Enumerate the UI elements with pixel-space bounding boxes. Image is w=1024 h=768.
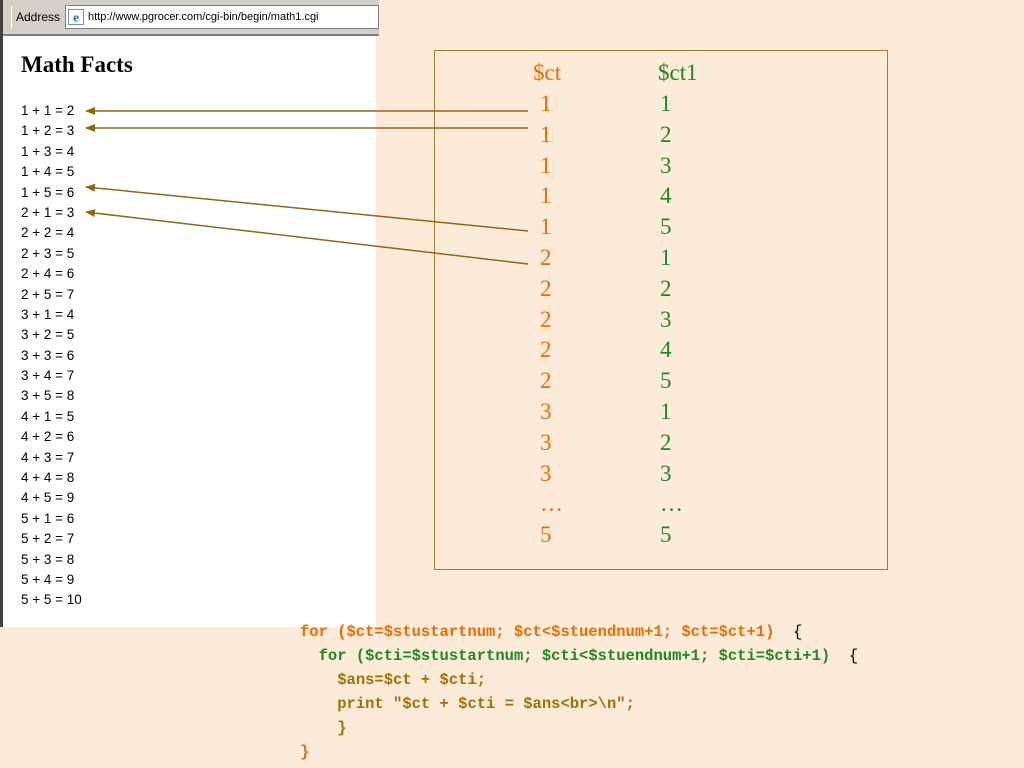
- ct-value: 2: [540, 306, 552, 332]
- math-fact-item: 5 + 4 = 9: [21, 571, 75, 587]
- ct-column: 1 1 1 1 1 2 2 2 2 2 3 3 3 … 5: [540, 89, 563, 551]
- ct-value: 2: [540, 244, 552, 270]
- ct-column-header: $ct: [533, 60, 562, 85]
- ct1-column-header: $ct1: [658, 60, 698, 85]
- svg-text:e: e: [73, 10, 79, 25]
- math-fact-item: 4 + 1 = 5: [21, 408, 75, 424]
- ct-value: 3: [540, 460, 552, 486]
- ct1-value: 5: [660, 368, 672, 394]
- math-fact-item: 5 + 3 = 8: [21, 551, 75, 567]
- perl-code-block: for ($ct=$stustartnum; $ct<$stuendnum+1;…: [300, 620, 858, 764]
- ct1-value: 2: [660, 429, 672, 455]
- variable-table-box: [434, 50, 888, 570]
- ct1-value: …: [660, 491, 683, 517]
- code-line-6: }: [300, 743, 310, 761]
- math-fact-item: 1 + 2 = 3: [21, 123, 75, 139]
- ct1-value: 2: [660, 121, 672, 147]
- ct-value: 2: [540, 337, 552, 363]
- ct-value: 1: [540, 121, 552, 147]
- math-fact-item: 4 + 2 = 6: [21, 429, 75, 445]
- ct1-value: 1: [660, 244, 672, 270]
- ct-value: …: [540, 491, 563, 517]
- math-fact-item: 1 + 5 = 6: [21, 184, 75, 200]
- code-line-1: for ($ct=$stustartnum; $ct<$stuendnum+1;…: [300, 623, 803, 641]
- ct1-value: 4: [660, 183, 672, 209]
- math-fact-item: 3 + 1 = 4: [21, 306, 75, 322]
- code-line-2: for ($cti=$stustartnum; $cti<$stuendnum+…: [318, 647, 859, 665]
- ct1-value: 5: [660, 214, 672, 240]
- address-label: Address: [11, 6, 64, 28]
- ct1-value: 3: [660, 460, 672, 486]
- page-title: Math Facts: [21, 52, 133, 77]
- math-fact-item: 5 + 1 = 6: [21, 510, 75, 526]
- ct-value: 1: [540, 152, 552, 178]
- math-fact-item: 1 + 3 = 4: [21, 143, 75, 159]
- ct1-value: 1: [660, 398, 672, 424]
- ct1-value: 1: [660, 91, 672, 116]
- math-fact-item: 5 + 5 = 10: [21, 592, 82, 608]
- ie-page-icon: e: [68, 9, 84, 25]
- ct-value: 2: [540, 368, 552, 394]
- math-fact-item: 3 + 3 = 6: [21, 347, 75, 363]
- code-line-4: print "$ct + $cti = $ans<br>\n";: [337, 695, 635, 713]
- math-fact-item: 1 + 4 = 5: [21, 164, 75, 180]
- math-fact-item: 2 + 3 = 5: [21, 245, 75, 261]
- ct-value: 2: [540, 275, 552, 301]
- math-fact-item: 2 + 5 = 7: [21, 286, 75, 302]
- ct1-column: 1 2 3 4 5 1 2 3 4 5 1 2 3 … 5: [660, 89, 683, 551]
- ct1-value: 3: [660, 306, 672, 332]
- address-bar: Address e http://www.pgrocer.com/cgi-bin…: [3, 0, 379, 36]
- browser-window: Address e http://www.pgrocer.com/cgi-bin…: [0, 0, 379, 627]
- math-fact-item: 2 + 2 = 4: [21, 225, 75, 241]
- ct1-value: 5: [660, 522, 672, 548]
- ct-value: 3: [540, 429, 552, 455]
- ct-value: 5: [540, 522, 552, 548]
- math-fact-item: 5 + 2 = 7: [21, 531, 75, 547]
- ct-value: 1: [540, 91, 552, 116]
- math-fact-item: 3 + 5 = 8: [21, 388, 75, 404]
- code-line-5: }: [337, 719, 347, 737]
- math-fact-item: 3 + 2 = 5: [21, 327, 75, 343]
- math-fact-item: 1 + 1 = 2: [21, 103, 75, 118]
- ct1-value: 4: [660, 337, 672, 363]
- math-fact-item: 4 + 4 = 8: [21, 470, 75, 486]
- math-fact-item: 2 + 4 = 6: [21, 266, 75, 282]
- ct1-value: 3: [660, 152, 672, 178]
- address-input[interactable]: e http://www.pgrocer.com/cgi-bin/begin/m…: [65, 5, 379, 29]
- math-fact-item: 3 + 4 = 7: [21, 368, 75, 384]
- ct1-value: 2: [660, 275, 672, 301]
- code-line-3: $ans=$ct + $cti;: [337, 671, 487, 689]
- math-fact-item: 2 + 1 = 3: [21, 204, 75, 220]
- math-facts-list: 1 + 1 = 2 1 + 2 = 3 1 + 3 = 4 1 + 4 = 5 1 + …: [21, 101, 82, 611]
- ct-value: 3: [540, 398, 552, 424]
- ct-value: 1: [540, 183, 552, 209]
- math-fact-item: 4 + 5 = 9: [21, 490, 75, 506]
- math-fact-item: 4 + 3 = 7: [21, 449, 75, 465]
- ct-value: 1: [540, 214, 552, 240]
- address-url: http://www.pgrocer.com/cgi-bin/begin/mat…: [88, 11, 319, 23]
